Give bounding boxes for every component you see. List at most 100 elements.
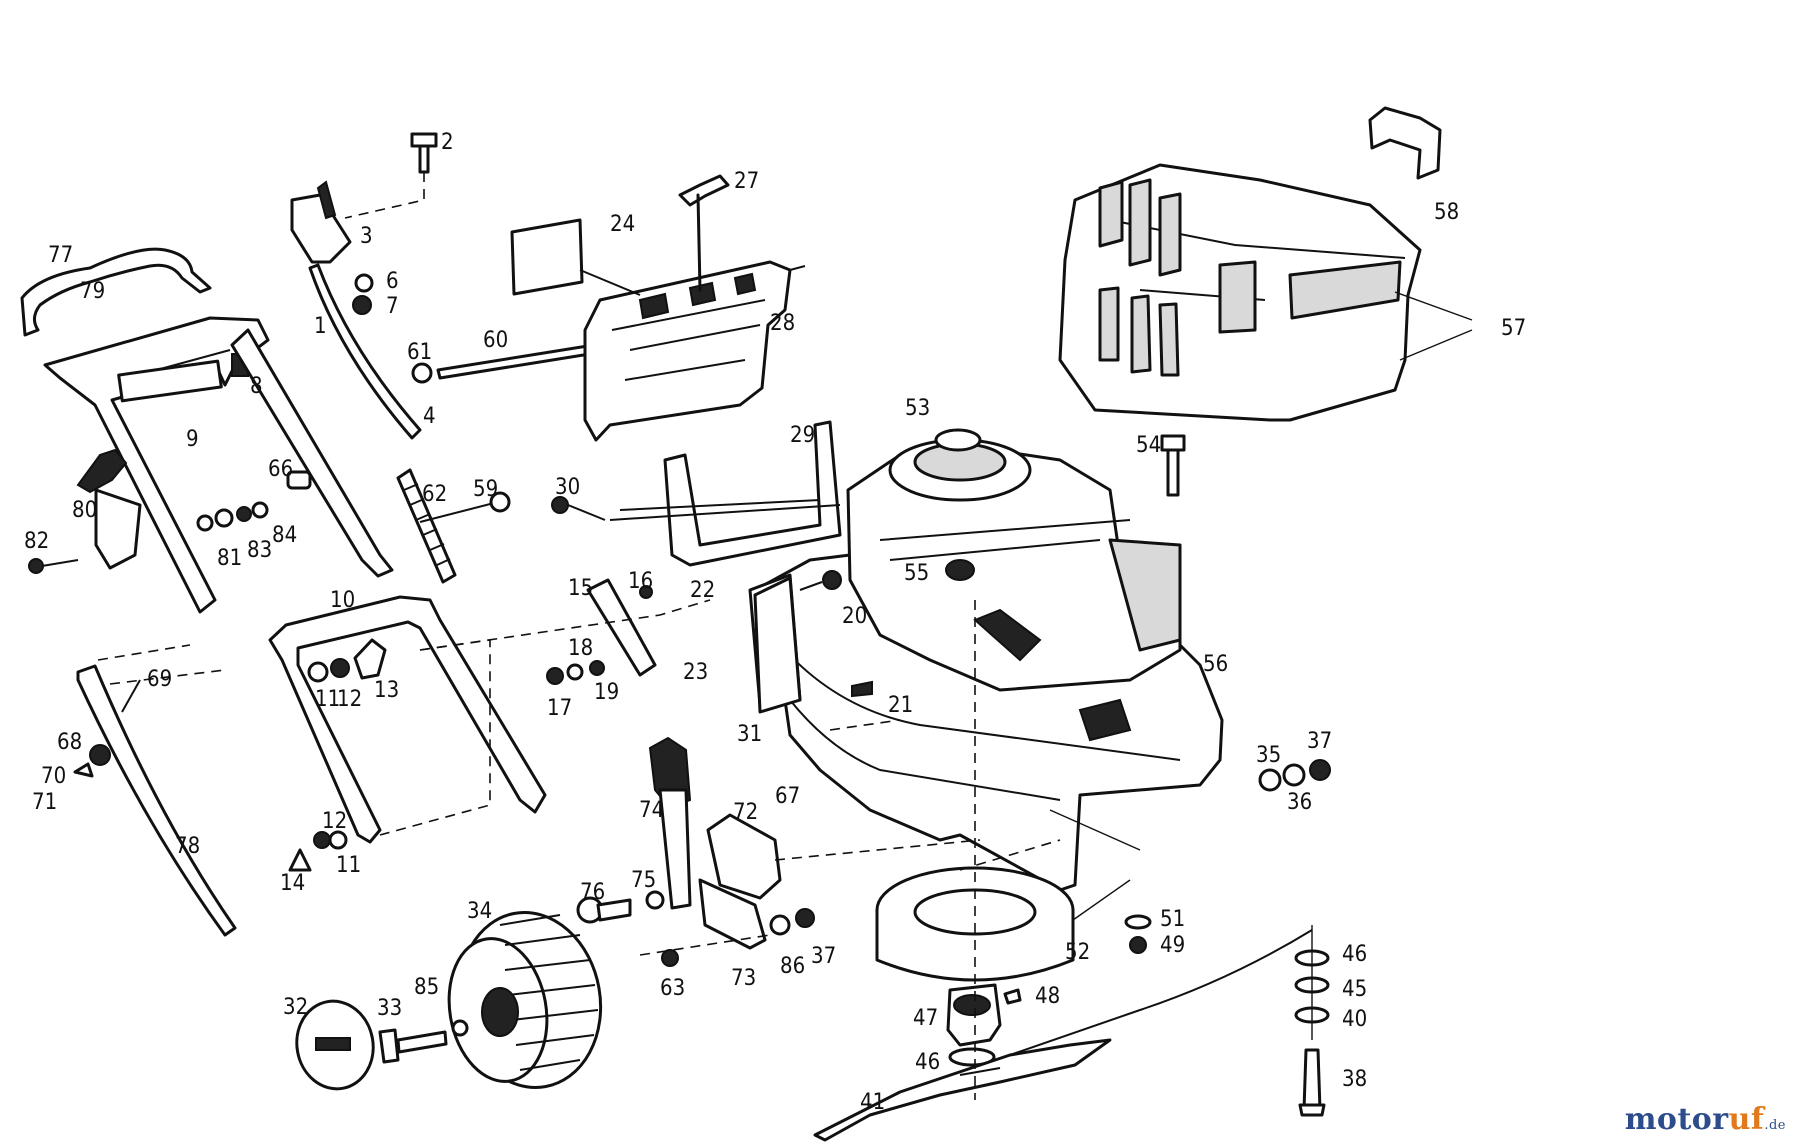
callout-41: 41 [860,1090,885,1115]
callout-45: 45 [1342,977,1367,1002]
grass-catcher-57 [1058,163,1473,422]
callout-27: 27 [734,169,759,194]
hub-cap-32 [295,999,375,1091]
screws-20-21 [799,570,873,698]
throttle-lever [76,448,142,570]
callout-37-a: 37 [1307,729,1332,754]
catcher-frame-28 [583,260,806,442]
fixings-35-37-right [1258,759,1331,792]
callout-18: 18 [568,636,593,661]
blade-41 [813,1038,1112,1142]
callout-40: 40 [1342,1007,1367,1032]
callout-29: 29 [790,423,815,448]
callout-58: 58 [1434,200,1459,225]
callout-3: 3 [360,224,373,249]
callout-22: 22 [690,578,715,603]
clip-66 [286,470,312,490]
callout-10: 10 [330,588,355,613]
callout-31: 31 [737,722,762,747]
callout-53: 53 [905,396,930,421]
nuts-17-19 [546,660,605,685]
callout-55: 55 [904,561,929,586]
callout-52: 52 [1065,940,1090,965]
callout-60: 60 [483,328,508,353]
callout-68: 68 [57,730,82,755]
callout-63: 63 [660,976,685,1001]
watermark-suffix: .de [1764,1118,1786,1133]
callout-74: 74 [639,798,664,823]
callout-75: 75 [631,868,656,893]
engine-53 [846,428,1182,742]
cable-78 [73,644,237,937]
callout-66: 66 [268,457,293,482]
callout-57: 57 [1501,316,1526,341]
blade-hub-47 [946,983,1022,1067]
callout-38: 38 [1342,1067,1367,1092]
bracket-3 [290,180,422,440]
callout-11-b: 11 [336,853,361,878]
plate-73 [698,878,767,950]
callout-71: 71 [32,790,57,815]
callout-73: 73 [731,966,756,991]
callout-82: 82 [24,529,49,554]
callout-47: 47 [913,1006,938,1031]
callout-1: 1 [314,314,327,339]
blade-fixings-38-46 [1009,925,1330,1117]
side-plate-15 [586,578,657,677]
callout-32: 32 [283,995,308,1020]
callout-86: 86 [780,954,805,979]
callout-54: 54 [1136,433,1161,458]
callout-28: 28 [770,311,795,336]
bracket-72 [706,813,782,900]
deck-bracket-29 [551,420,842,567]
callout-37-b: 37 [811,944,836,969]
spring-62 [396,468,511,584]
callout-48: 48 [1035,984,1060,1009]
callout-20: 20 [842,604,867,629]
washers-81-84 [196,501,269,532]
bolt-54 [1160,434,1186,497]
callout-83: 83 [247,538,272,563]
callout-12-a: 12 [337,687,362,712]
callout-7: 7 [386,294,399,319]
callout-67: 67 [775,784,800,809]
fixings-49-51 [1124,914,1152,954]
wheel-34 [447,910,603,1090]
callout-79: 79 [80,279,105,304]
callout-81: 81 [217,546,242,571]
bolt-2 [344,132,438,219]
callout-14: 14 [280,871,305,896]
callout-30: 30 [555,475,580,500]
callout-80: 80 [72,498,97,523]
callout-12-b: 12 [322,809,347,834]
watermark-logo: motoruf.de [1625,1102,1786,1137]
carry-handle-58 [1368,106,1442,180]
callout-36: 36 [1287,790,1312,815]
callout-85: 85 [414,975,439,1000]
callout-59: 59 [473,477,498,502]
callout-16: 16 [628,569,653,594]
callout-35: 35 [1256,743,1281,768]
callout-21: 21 [888,693,913,718]
callout-51: 51 [1160,907,1185,932]
rear-bracket-31 [753,576,802,714]
callout-4: 4 [423,404,436,429]
lower-handle [268,595,547,844]
callout-49: 49 [1160,933,1185,958]
callout-34: 34 [467,899,492,924]
watermark-part-a: motor [1624,1102,1729,1137]
callout-61: 61 [407,340,432,365]
knob-parts-11-13 [288,638,387,872]
callout-84: 84 [272,523,297,548]
assembly-lines [419,599,1141,1100]
upper-handle [43,316,394,614]
callout-56: 56 [1203,652,1228,677]
screw-82 [28,558,79,574]
washers-75-86-37 [576,890,815,967]
callout-15: 15 [568,576,593,601]
callout-77: 77 [48,243,73,268]
callout-6: 6 [386,269,399,294]
axle-bolt-33 [378,1019,469,1064]
callout-9: 9 [186,427,199,452]
